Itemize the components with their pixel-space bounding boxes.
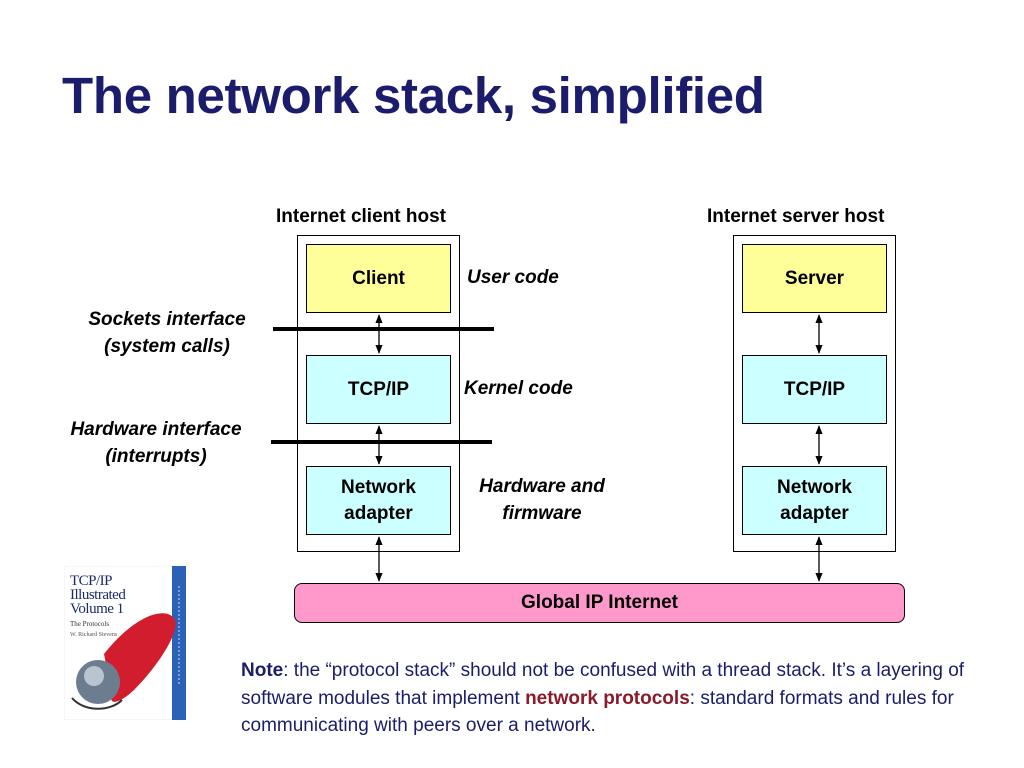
note-lead: Note <box>241 660 284 681</box>
note-highlight: network protocols <box>525 687 690 709</box>
server-box: Server <box>742 244 887 313</box>
kernel-code-label: Kernel code <box>464 378 573 399</box>
client-tcpip-box: TCP/IP <box>306 355 451 424</box>
slide-title: The network stack, simplified <box>62 67 765 124</box>
server-adapter-box: Network adapter <box>742 466 887 535</box>
hardware-firmware-label: Hardware and firmware <box>479 476 605 524</box>
book-cover-art <box>63 565 186 721</box>
note-paragraph: Note: the “protocol stack” should not be… <box>241 657 1001 740</box>
note-text-2: : standard formats and rules for communi… <box>241 687 954 737</box>
book-cover-image: TCP/IP Illustrated Volume 1 The Protocol… <box>63 565 186 721</box>
book-title-line-2: Illustrated <box>70 587 126 603</box>
user-code-label: User code <box>467 267 559 288</box>
book-title-line-1: TCP/IP <box>70 573 113 589</box>
client-box: Client <box>306 244 451 313</box>
hardware-interface-label: Hardware interface (interrupts) <box>70 419 242 467</box>
sockets-interface-label: Sockets interface (system calls) <box>88 309 246 357</box>
client-adapter-box: Network adapter <box>306 466 451 535</box>
note-text-1: : the “protocol stack” should not be con… <box>241 660 965 709</box>
server-host-label: Internet server host <box>707 206 885 227</box>
server-tcpip-box: TCP/IP <box>742 355 887 424</box>
client-host-label: Internet client host <box>276 206 446 227</box>
sockets-interface-line <box>273 327 494 331</box>
book-title: TCP/IP Illustrated Volume 1 <box>70 573 126 617</box>
book-subtitle: The Protocols <box>70 620 110 628</box>
global-internet-bar: Global IP Internet <box>294 583 905 623</box>
book-title-line-3: Volume 1 <box>70 601 124 617</box>
book-author: W. Richard Stevens <box>70 632 118 638</box>
